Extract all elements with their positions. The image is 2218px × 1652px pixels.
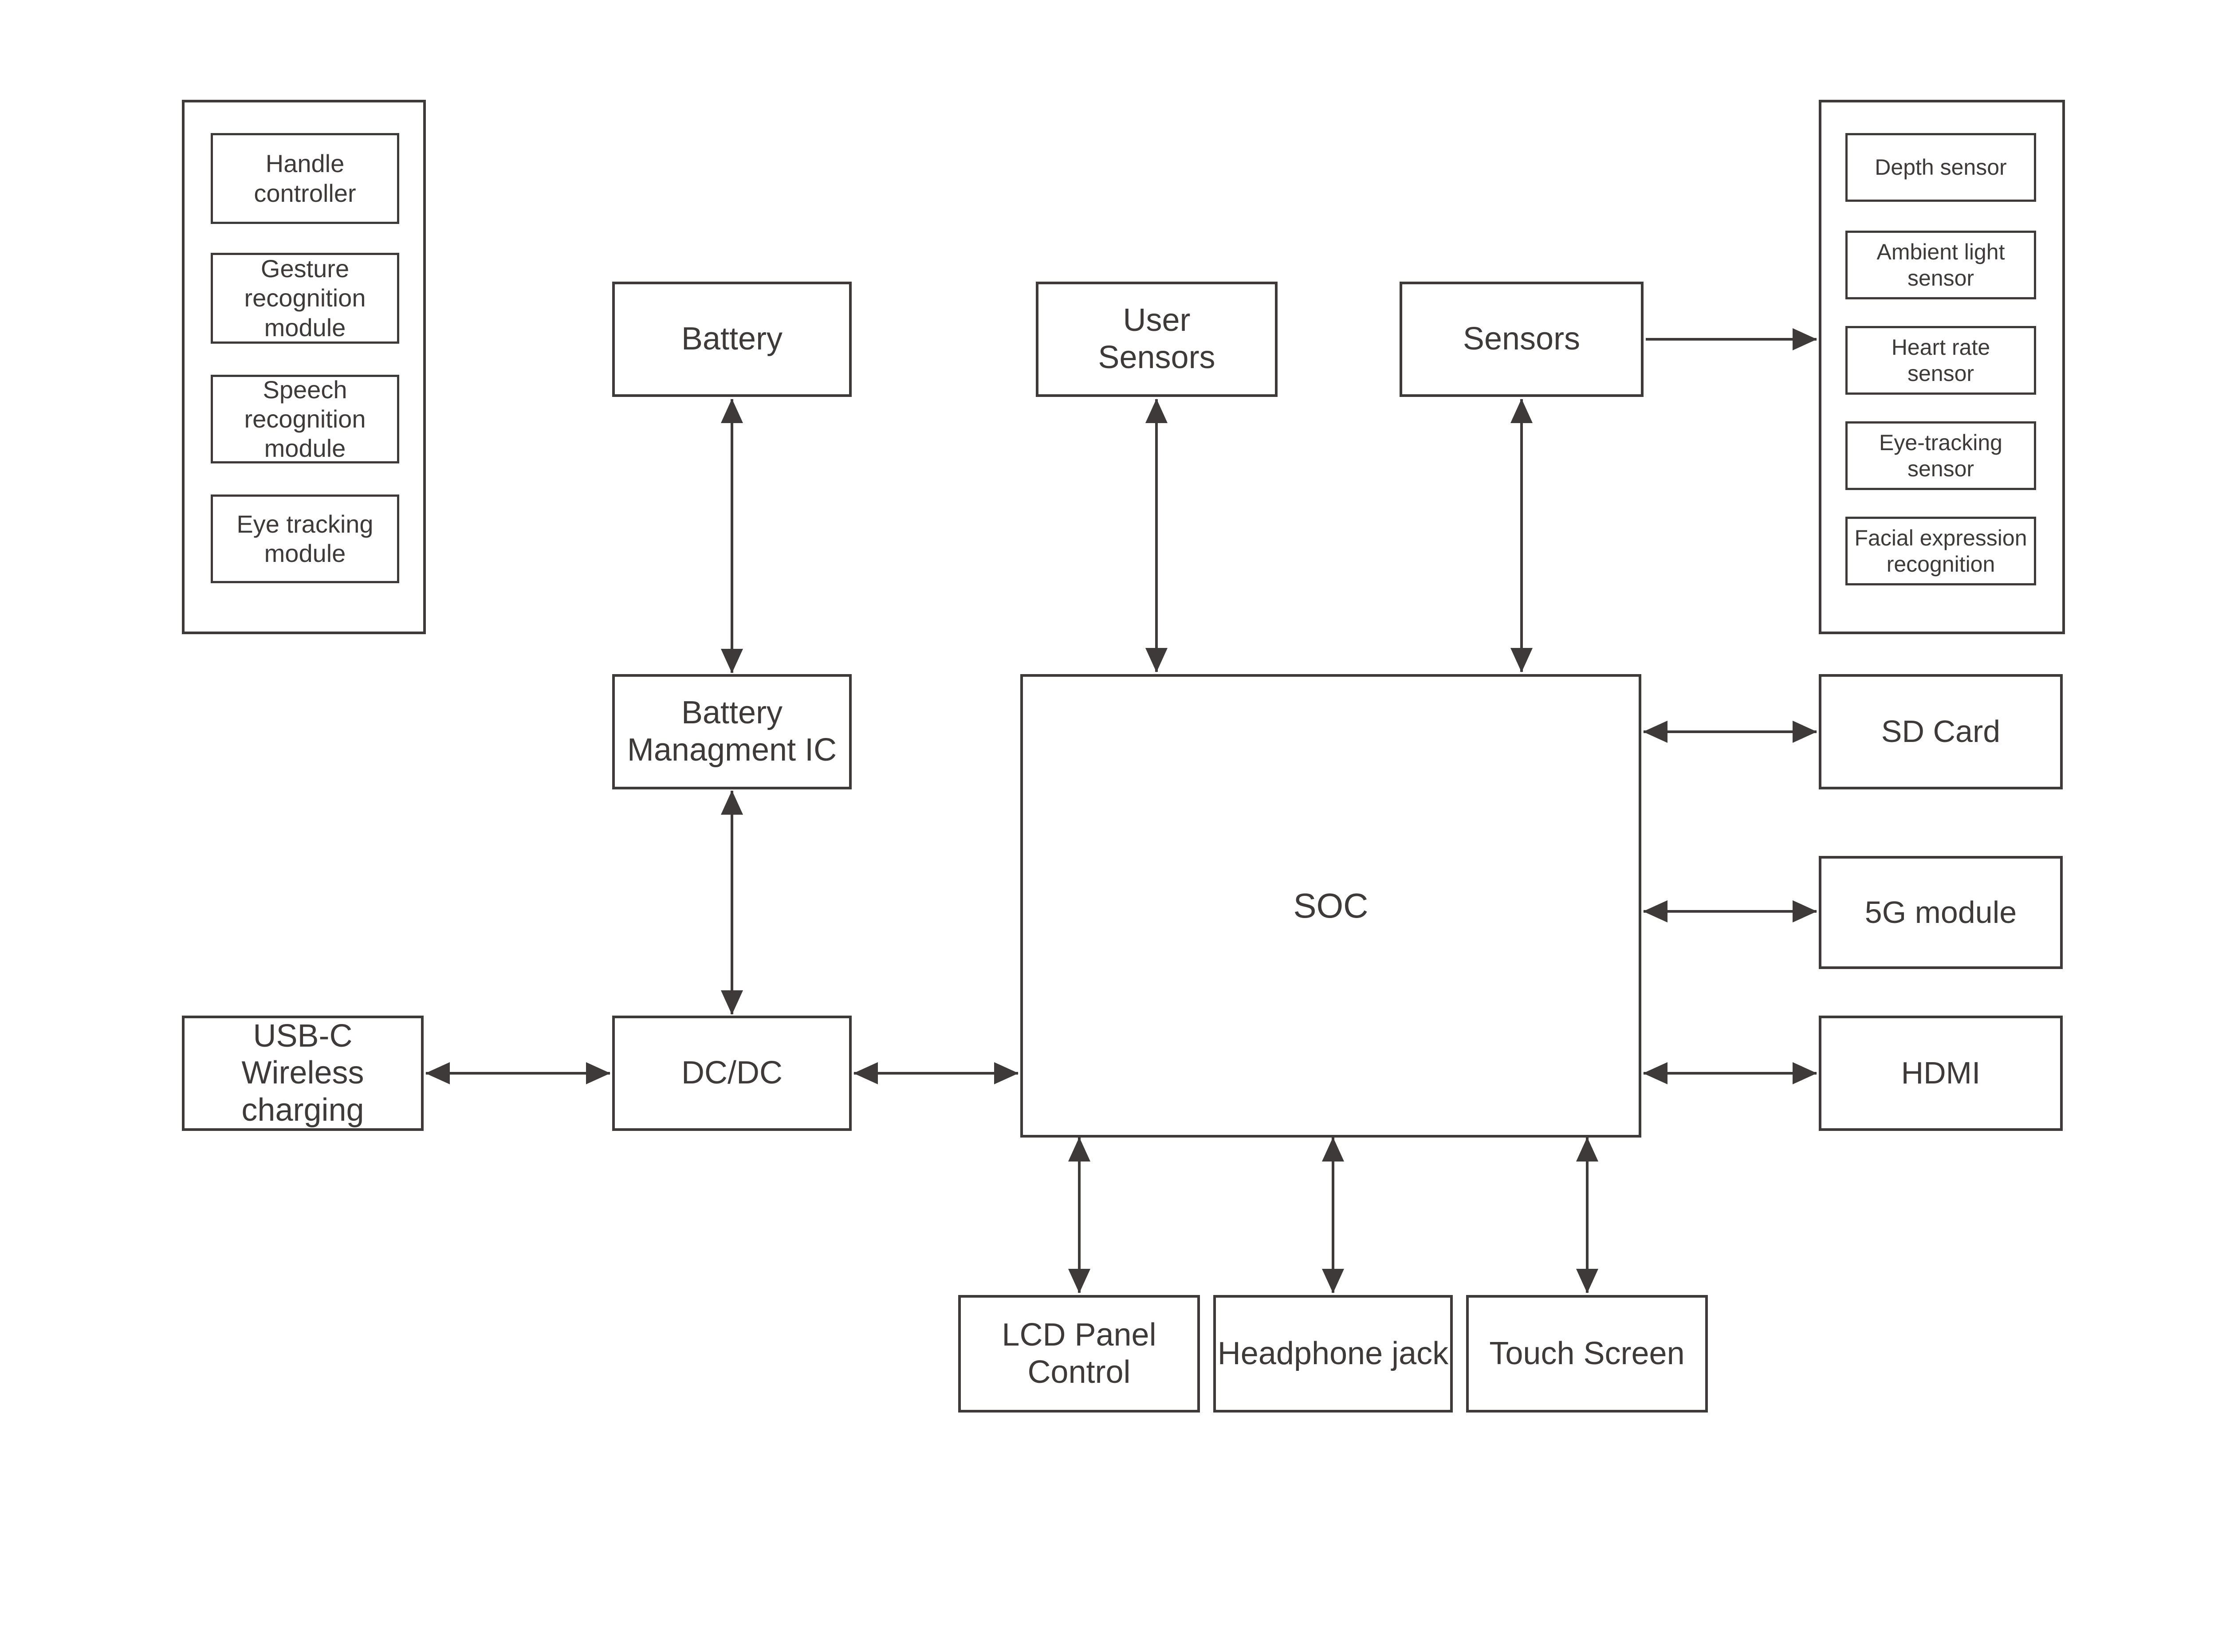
- node-sd-card-label: SD Card: [1881, 714, 2001, 749]
- node-sensors: Sensors: [1400, 282, 1644, 397]
- node-depth-sensor: Depth sensor: [1845, 133, 2036, 202]
- node-usb-c-wireless-charging: USB-C Wireless charging: [182, 1016, 424, 1131]
- node-user-sensors: User Sensors: [1036, 282, 1278, 397]
- node-lcd-panel-control-label: LCD Panel Control: [1002, 1317, 1156, 1390]
- node-gesture-recognition-module: Gesture recognition module: [211, 253, 399, 344]
- node-sensors-label: Sensors: [1463, 321, 1581, 357]
- node-headphone-jack: Headphone jack: [1213, 1295, 1453, 1413]
- node-facial-expression-recognition: Facial expression recognition: [1845, 517, 2036, 585]
- node-touch-screen-label: Touch Screen: [1489, 1335, 1685, 1371]
- node-handle-controller: Handle controller: [211, 133, 399, 224]
- node-handle-controller-label: Handle controller: [254, 149, 356, 207]
- node-dc-dc-label: DC/DC: [681, 1055, 783, 1091]
- node-eye-tracking-module-label: Eye tracking module: [236, 510, 374, 567]
- node-heart-rate-sensor-label: Heart rate sensor: [1891, 334, 1990, 386]
- node-depth-sensor-label: Depth sensor: [1875, 155, 2007, 180]
- node-eye-tracking-sensor: Eye-tracking sensor: [1845, 421, 2036, 490]
- node-usb-c-wireless-charging-label: USB-C Wireless charging: [241, 1018, 364, 1128]
- node-soc: SOC: [1020, 674, 1641, 1138]
- node-ambient-light-sensor: Ambient light sensor: [1845, 231, 2036, 299]
- node-lcd-panel-control: LCD Panel Control: [958, 1295, 1200, 1413]
- node-speech-recognition-module-label: Speech recognition module: [244, 375, 366, 463]
- node-soc-label: SOC: [1293, 886, 1369, 926]
- node-hdmi-label: HDMI: [1901, 1056, 1981, 1091]
- node-battery-management-ic: Battery Managment IC: [612, 674, 852, 789]
- node-gesture-recognition-module-label: Gesture recognition module: [244, 255, 366, 341]
- node-battery-management-ic-label: Battery Managment IC: [627, 695, 837, 768]
- node-dc-dc: DC/DC: [612, 1016, 852, 1131]
- node-eye-tracking-module: Eye tracking module: [211, 494, 399, 583]
- node-battery-label: Battery: [681, 321, 783, 357]
- node-speech-recognition-module: Speech recognition module: [211, 375, 399, 463]
- node-5g-module-label: 5G module: [1864, 895, 2017, 930]
- node-facial-expression-recognition-label: Facial expression recognition: [1854, 525, 2027, 577]
- node-user-sensors-label: User Sensors: [1098, 302, 1215, 375]
- node-eye-tracking-sensor-label: Eye-tracking sensor: [1879, 430, 2002, 481]
- node-heart-rate-sensor: Heart rate sensor: [1845, 326, 2036, 395]
- node-sd-card: SD Card: [1819, 674, 2063, 789]
- node-headphone-jack-label: Headphone jack: [1217, 1335, 1449, 1371]
- node-hdmi: HDMI: [1819, 1016, 2063, 1131]
- node-touch-screen: Touch Screen: [1466, 1295, 1708, 1413]
- node-ambient-light-sensor-label: Ambient light sensor: [1876, 239, 2005, 290]
- node-5g-module: 5G module: [1819, 856, 2063, 969]
- node-battery: Battery: [612, 282, 852, 397]
